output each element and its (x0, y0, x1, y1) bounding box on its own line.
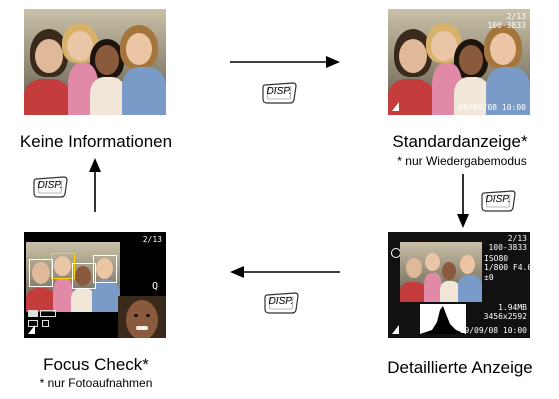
iso-value: ISO80 (484, 254, 509, 263)
zoomed-face (118, 296, 166, 338)
disp-button-label: DISP. (268, 296, 294, 307)
battery-icon (28, 325, 35, 334)
histogram-curve (420, 306, 466, 334)
disp-button[interactable]: DISP. (32, 176, 68, 198)
exposure-compensation: ±0 (484, 273, 494, 282)
photo-small (26, 242, 120, 312)
focus-frame (72, 263, 96, 289)
battery-icon (392, 325, 399, 334)
caption-no-info: Keine Informationen (19, 132, 173, 151)
focus-frame (51, 253, 75, 279)
screen-no-info (24, 9, 166, 115)
caption-detailed: Detaillierte Anzeige (387, 358, 533, 377)
histogram (420, 304, 466, 334)
caption-standard: Standardanzeige* (392, 132, 528, 151)
focus-frame (29, 259, 53, 287)
arrow-left (230, 266, 340, 278)
image-counter: 2/13 (142, 235, 162, 244)
disp-button-label: DISP. (266, 86, 292, 97)
disp-button-label: DISP. (485, 194, 511, 205)
note-playback-only: * nur Wiedergabemodus (397, 154, 527, 168)
zoom-icon: Q (151, 281, 158, 292)
disp-button-label: DISP. (37, 180, 63, 191)
disp-button-shape (262, 82, 297, 104)
image-counter: 2/13 (506, 12, 526, 21)
disp-button-shape (481, 190, 516, 212)
photo-thumbnail (400, 242, 482, 302)
date-time: 09/09/08 10:00 (458, 103, 526, 112)
disp-button[interactable]: DISP. (480, 190, 516, 212)
focus-frame (93, 255, 117, 283)
photo-children (388, 9, 530, 115)
arrow-right (230, 56, 340, 68)
note-photo-only: * nur Fotoaufnahmen (39, 376, 153, 390)
image-counter: 2/13 (507, 234, 527, 243)
disp-button[interactable]: DISP. (263, 292, 299, 314)
disp-button[interactable]: DISP. (261, 82, 297, 104)
resolution: 3456x2592 (483, 312, 527, 321)
screen-focus-check: 2/13 Q (24, 232, 166, 338)
photo-children (24, 9, 166, 115)
screen-detailed: 2/13 100-3833 ISO80 1/800 F4.0 ±0 1.94MB… (388, 232, 530, 338)
file-number: 100-3833 (488, 243, 527, 252)
settings-icons (28, 310, 68, 328)
arrow-down (457, 174, 469, 228)
screen-standard: 2/13 100-3833 09/09/08 10:00 (388, 9, 530, 115)
disp-button-shape (33, 176, 68, 198)
disp-button-shape (264, 292, 299, 314)
battery-icon (392, 102, 399, 111)
file-number: 100-3833 (487, 21, 526, 30)
date-time: 09/09/08 10:00 (459, 326, 527, 335)
caption-focus-check: Focus Check* (43, 355, 149, 374)
arrow-up (89, 158, 101, 212)
shutter-aperture: 1/800 F4.0 (484, 263, 530, 272)
file-size: 1.94MB (498, 303, 527, 312)
